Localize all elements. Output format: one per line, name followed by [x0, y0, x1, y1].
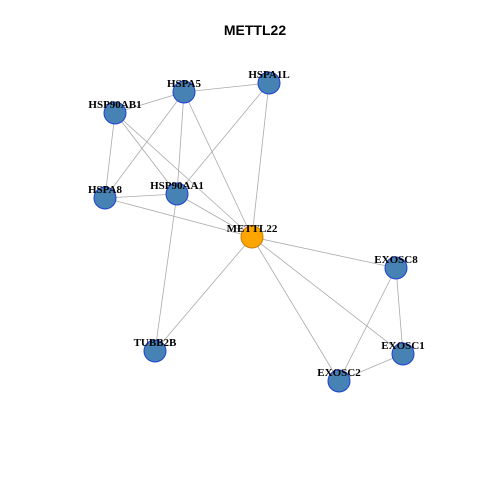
node-label-mettl22: METTL22	[227, 223, 278, 235]
node-hspa1l[interactable]	[257, 71, 281, 95]
edge-mettl22-exosc2	[251, 236, 340, 382]
node-exosc8[interactable]	[384, 256, 408, 280]
edge-hsp90ab1-hspa8	[104, 112, 116, 199]
diagram-title: METTL22	[224, 22, 286, 38]
edge-hsp90aa1-tubb2b	[154, 193, 178, 352]
node-label-hspa5: HSPA5	[167, 78, 202, 90]
node-hsp90ab1[interactable]	[103, 101, 127, 125]
edge-mettl22-exosc1	[251, 236, 404, 355]
node-exosc2[interactable]	[327, 369, 351, 393]
node-label-hspa8: HSPA8	[88, 184, 123, 196]
edge-hspa5-hspa8	[104, 91, 185, 199]
edge-hspa5-hsp90aa1	[176, 91, 185, 195]
edge-hsp90ab1-mettl22	[114, 112, 253, 238]
node-label-hspa1l: HSPA1L	[248, 69, 289, 81]
node-label-tubb2b: TUBB2B	[134, 337, 177, 349]
node-label-exosc2: EXOSC2	[317, 367, 361, 379]
node-hspa5[interactable]	[172, 80, 196, 104]
edge-hspa8-hsp90aa1	[104, 193, 178, 199]
edge-hspa8-mettl22	[104, 197, 253, 238]
node-label-hsp90aa1: HSP90AA1	[150, 180, 204, 192]
edge-layer	[104, 82, 404, 382]
edge-hsp90ab1-hsp90aa1	[114, 112, 178, 195]
edge-hspa5-hspa1l	[183, 82, 270, 93]
node-exosc1[interactable]	[391, 342, 415, 366]
edge-exosc8-exosc1	[395, 267, 404, 355]
edge-mettl22-tubb2b	[154, 236, 253, 352]
node-label-exosc1: EXOSC1	[381, 340, 424, 352]
node-hsp90aa1[interactable]	[165, 182, 189, 206]
edge-hspa1l-mettl22	[251, 82, 270, 238]
edge-exosc1-exosc2	[338, 353, 404, 382]
edge-hsp90aa1-mettl22	[176, 193, 253, 238]
node-label-hsp90ab1: HSP90AB1	[88, 99, 141, 111]
edge-hspa1l-hsp90aa1	[176, 82, 270, 195]
edge-hspa5-hsp90ab1	[114, 91, 185, 114]
edge-mettl22-exosc8	[251, 236, 397, 269]
node-layer	[93, 71, 415, 393]
edge-exosc8-exosc2	[338, 267, 397, 382]
node-label-exosc8: EXOSC8	[374, 254, 418, 266]
edge-hspa5-mettl22	[183, 91, 253, 238]
node-tubb2b[interactable]	[143, 339, 167, 363]
node-hspa8[interactable]	[93, 186, 117, 210]
node-mettl22[interactable]	[240, 225, 264, 249]
